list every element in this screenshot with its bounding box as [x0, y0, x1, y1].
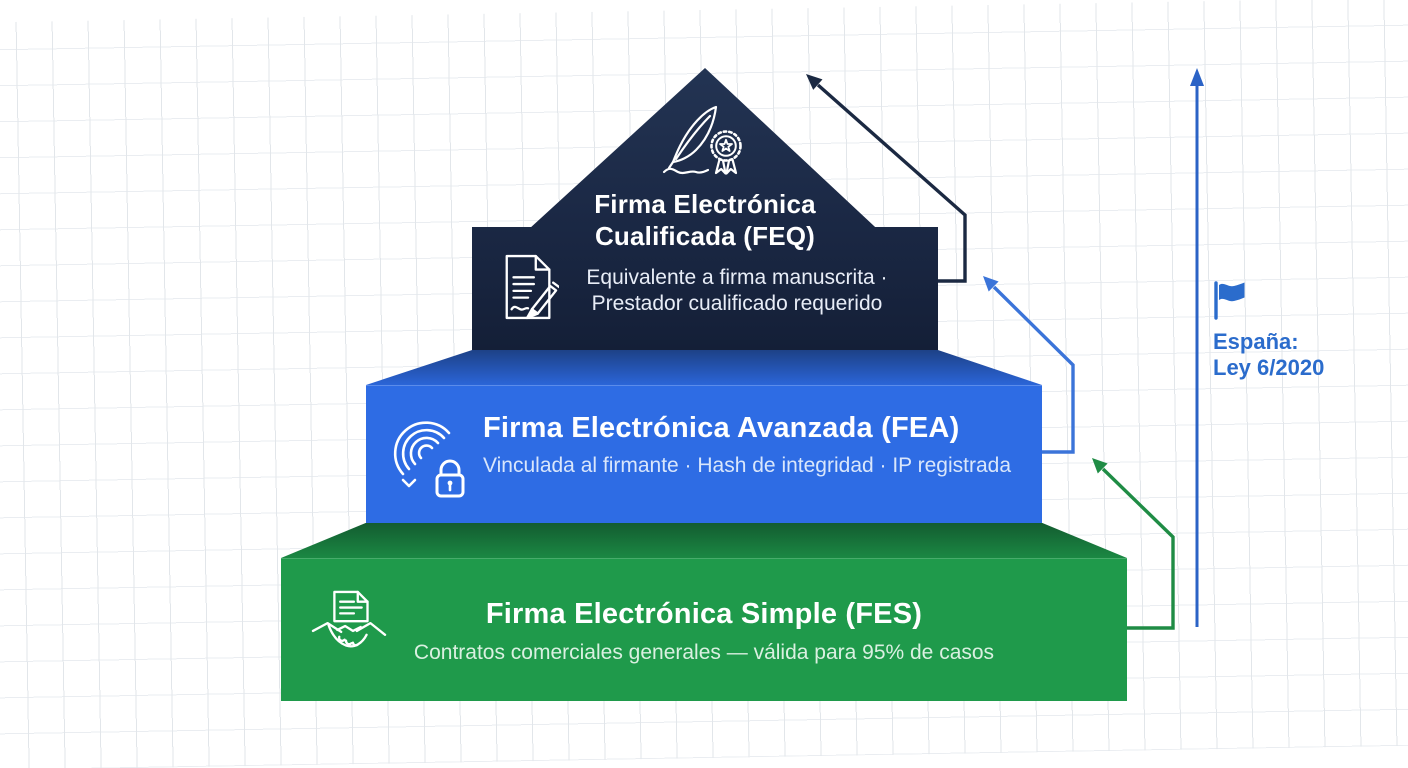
tier-fes: Firma Electrónica Simple (FES) Contratos…	[281, 558, 1127, 701]
document-handshake-icon	[311, 589, 387, 667]
quill-and-rosette-icon	[660, 104, 752, 182]
fea-subtitle: Vinculada al firmante · Hash de integrid…	[483, 454, 1012, 477]
feq-title: Firma Electrónica Cualificada (FEQ)	[472, 188, 938, 252]
fes-text-block: Firma Electrónica Simple (FES) Contratos…	[281, 597, 1127, 665]
document-pencil-icon	[499, 253, 559, 321]
flag-icon	[1213, 280, 1324, 320]
quill-icon	[662, 105, 718, 175]
annotation-line2: Ley 6/2020	[1213, 355, 1325, 380]
fea-text-block: Firma Electrónica Avanzada (FEA) Vincula…	[483, 411, 1011, 478]
tier-fes-top-face	[281, 523, 1127, 558]
feq-subtitle-line2: Prestador cualificado requerido	[591, 292, 883, 315]
feq-title-line1: Firma Electrónica	[594, 189, 816, 219]
annotation-espana: España: Ley 6/2020	[1213, 280, 1324, 381]
feq-title-line2: Cualificada (FEQ)	[594, 221, 816, 251]
tier-fea-top-face	[366, 350, 1042, 385]
annotation-line1: España:	[1213, 329, 1299, 354]
fea-title: Firma Electrónica Avanzada (FEA)	[483, 412, 960, 444]
fes-title: Firma Electrónica Simple (FES)	[485, 598, 923, 630]
feq-subtitle: Equivalente a firma manuscrita · Prestad…	[572, 265, 902, 317]
rosette-icon	[710, 130, 742, 175]
fingerprint-lock-icon	[393, 414, 467, 498]
fes-subtitle: Contratos comerciales generales — válida…	[413, 641, 995, 664]
tier-fea: Firma Electrónica Avanzada (FEA) Vincula…	[366, 385, 1042, 524]
feq-subtitle-line1: Equivalente a firma manuscrita ·	[586, 266, 888, 289]
